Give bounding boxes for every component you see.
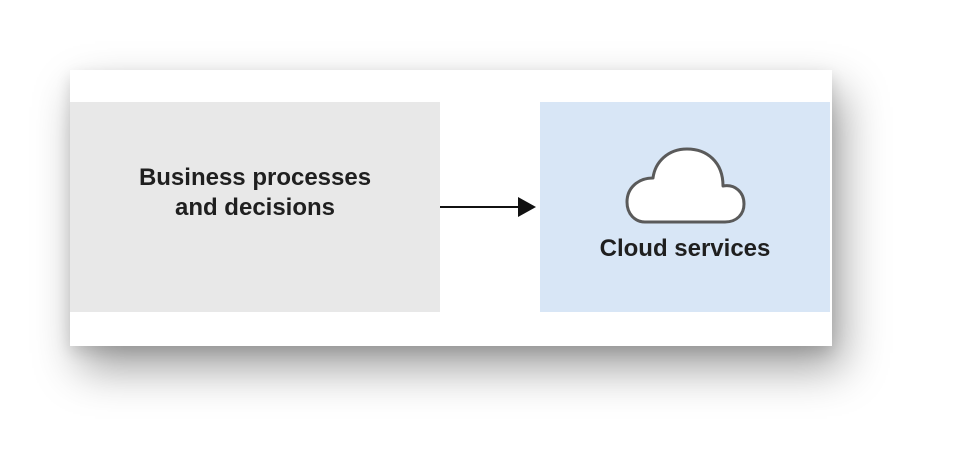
cloud-services-label: Cloud services	[599, 235, 771, 262]
diagram-card: Business processes and decisions Cloud s…	[70, 70, 832, 346]
flow-arrow	[440, 197, 536, 217]
cloud-icon	[625, 147, 746, 224]
business-processes-label: Business processes and decisions	[138, 164, 372, 221]
cloud-services-box: Cloud services	[540, 102, 830, 312]
business-processes-box: Business processes and decisions	[70, 102, 440, 312]
